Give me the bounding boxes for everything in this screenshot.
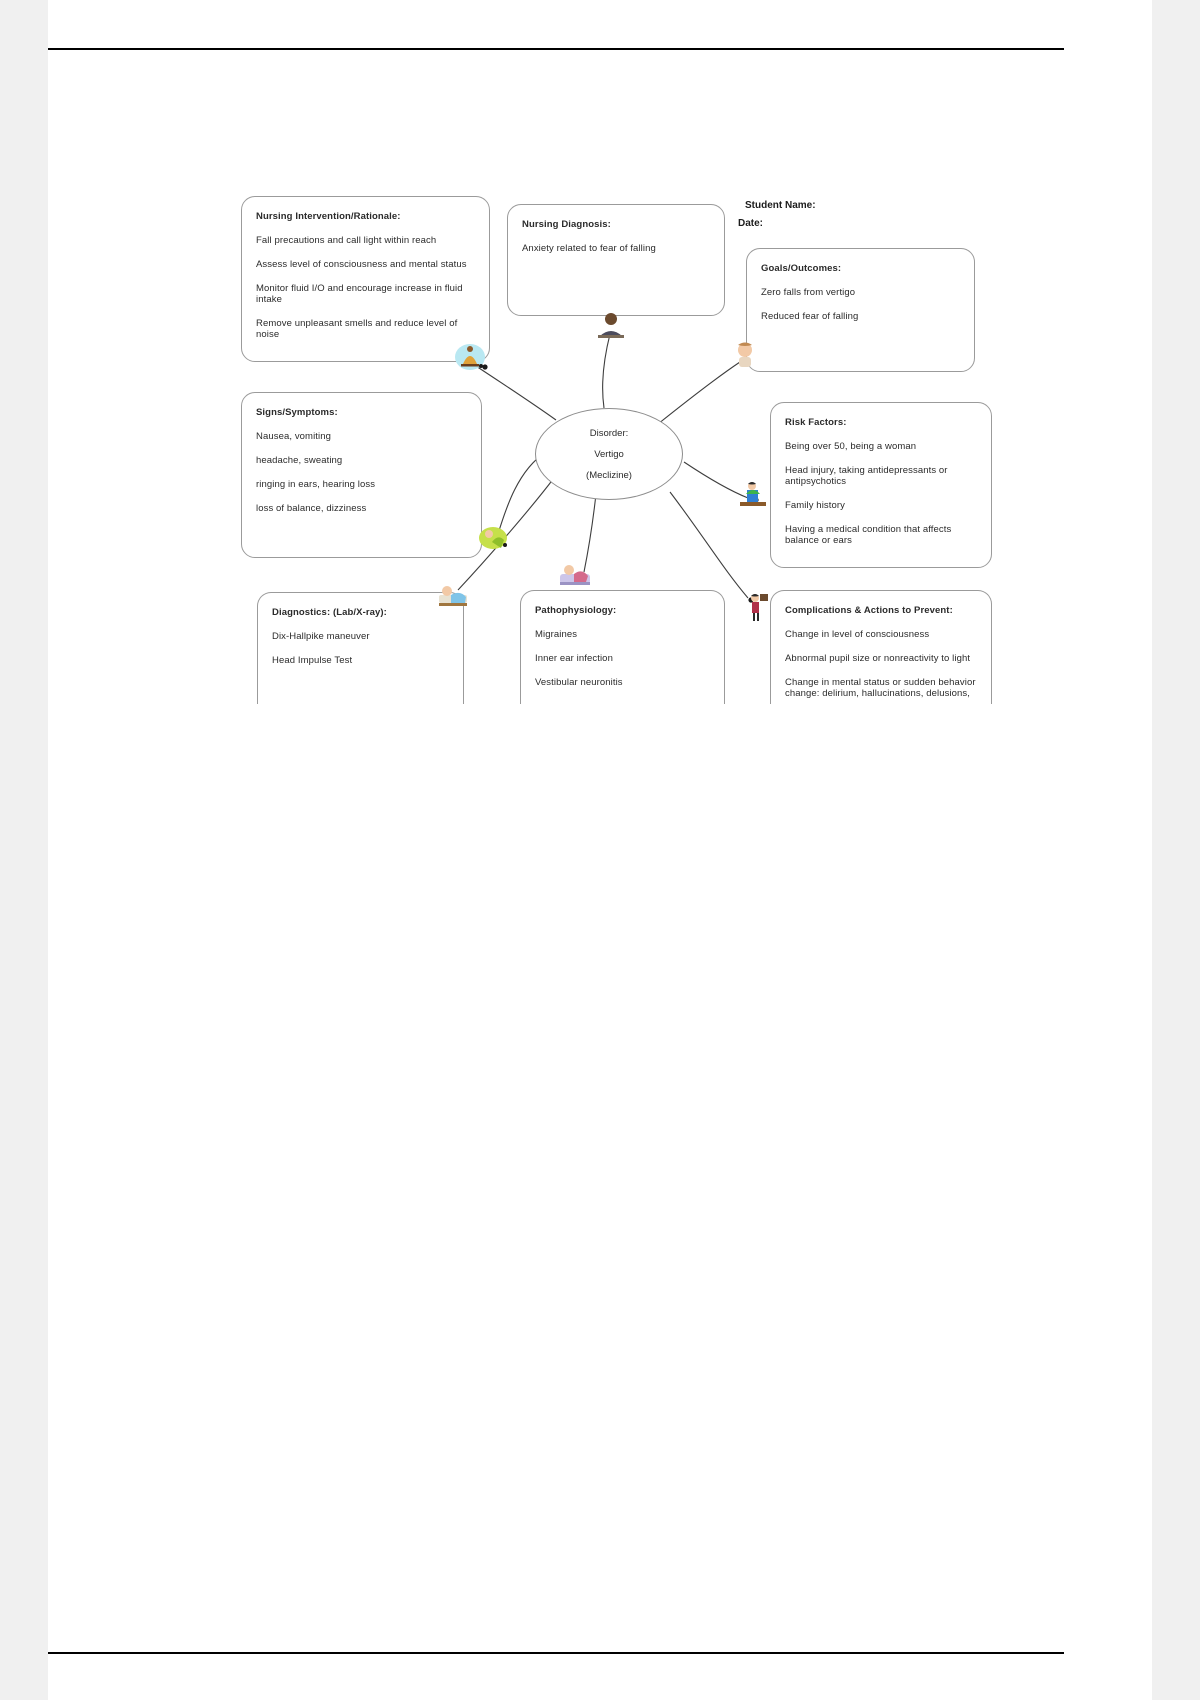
node-line: headache, sweating bbox=[256, 455, 343, 466]
concept-map-canvas: Student Name: Date: Nursing Intervention… bbox=[48, 0, 1152, 1700]
date-label: Date: bbox=[738, 218, 764, 229]
node-line: Assess level of consciousness and mental… bbox=[256, 259, 467, 270]
clipart-baby-icon bbox=[728, 340, 762, 370]
node-title: Goals/Outcomes: bbox=[761, 263, 842, 274]
clipart-hospital-bed-icon bbox=[436, 578, 470, 608]
node-line: Anxiety related to fear of falling bbox=[522, 243, 656, 254]
node-line: Being over 50, being a woman bbox=[785, 441, 917, 452]
node-risk-factors: Risk Factors: Being over 50, being a wom… bbox=[770, 402, 992, 568]
node-line: Change in mental status or sudden behavi… bbox=[785, 677, 976, 699]
clipart-patient-bed-icon bbox=[594, 310, 628, 340]
clipart-nurse-bell-icon bbox=[453, 342, 487, 372]
node-line: ringing in ears, hearing loss bbox=[256, 479, 376, 490]
node-title: Signs/Symptoms: bbox=[256, 407, 338, 418]
document-page: Student Name: Date: Nursing Intervention… bbox=[48, 0, 1152, 1700]
node-line: Abnormal pupil size or nonreactivity to … bbox=[785, 653, 971, 664]
node-line: Inner ear infection bbox=[535, 653, 613, 664]
node-title: Nursing Intervention/Rationale: bbox=[256, 211, 401, 222]
node-line: Vestibular neuronitis bbox=[535, 677, 623, 688]
node-line: Head injury, taking antidepressants or a… bbox=[785, 465, 948, 487]
node-pathophysiology: Pathophysiology: Migraines Inner ear inf… bbox=[520, 590, 725, 704]
node-title: Complications & Actions to Prevent: bbox=[785, 605, 953, 616]
node-line: Having a medical condition that affects … bbox=[785, 524, 952, 546]
node-signs-symptoms: Signs/Symptoms: Nausea, vomiting headach… bbox=[241, 392, 482, 558]
node-line: Zero falls from vertigo bbox=[761, 287, 856, 298]
student-name-label: Student Name: bbox=[745, 200, 816, 211]
node-goals-outcomes: Goals/Outcomes: Zero falls from vertigo … bbox=[746, 248, 975, 372]
node-line: Family history bbox=[785, 500, 845, 511]
node-line: Remove unpleasant smells and reduce leve… bbox=[256, 318, 458, 340]
node-line: Fall precautions and call light within r… bbox=[256, 235, 437, 246]
node-complications: Complications & Actions to Prevent: Chan… bbox=[770, 590, 992, 704]
center-node-disorder: Disorder: Vertigo (Meclizine) bbox=[535, 408, 683, 500]
node-line: Head Impulse Test bbox=[272, 655, 353, 666]
node-title: Diagnostics: (Lab/X-ray): bbox=[272, 607, 387, 618]
clipart-green-figure-icon bbox=[476, 522, 510, 552]
node-line: Monitor fluid I/O and encourage increase… bbox=[256, 283, 463, 305]
node-nursing-intervention: Nursing Intervention/Rationale: Fall pre… bbox=[241, 196, 490, 362]
header-rule bbox=[48, 48, 1064, 50]
node-line: Nausea, vomiting bbox=[256, 431, 331, 442]
center-title: Disorder: bbox=[589, 427, 629, 439]
node-title: Pathophysiology: bbox=[535, 605, 617, 616]
center-med: (Meclizine) bbox=[586, 469, 632, 481]
node-line: Dix-Hallpike maneuver bbox=[272, 631, 370, 642]
node-line: loss of balance, dizziness bbox=[256, 503, 367, 514]
node-line: Reduced fear of falling bbox=[761, 311, 859, 322]
clipart-examiner-icon bbox=[740, 592, 774, 622]
footer-rule bbox=[48, 1652, 1064, 1654]
node-line: Change in level of consciousness bbox=[785, 629, 930, 640]
node-line: Migraines bbox=[535, 629, 578, 640]
clipart-patient-couch-icon bbox=[558, 558, 592, 588]
node-diagnostics: Diagnostics: (Lab/X-ray): Dix-Hallpike m… bbox=[257, 592, 464, 704]
node-title: Nursing Diagnosis: bbox=[522, 219, 611, 230]
node-title: Risk Factors: bbox=[785, 417, 847, 428]
node-nursing-diagnosis: Nursing Diagnosis: Anxiety related to fe… bbox=[507, 204, 725, 316]
clipart-doctor-desk-icon bbox=[736, 478, 770, 508]
center-name: Vertigo bbox=[594, 448, 624, 460]
